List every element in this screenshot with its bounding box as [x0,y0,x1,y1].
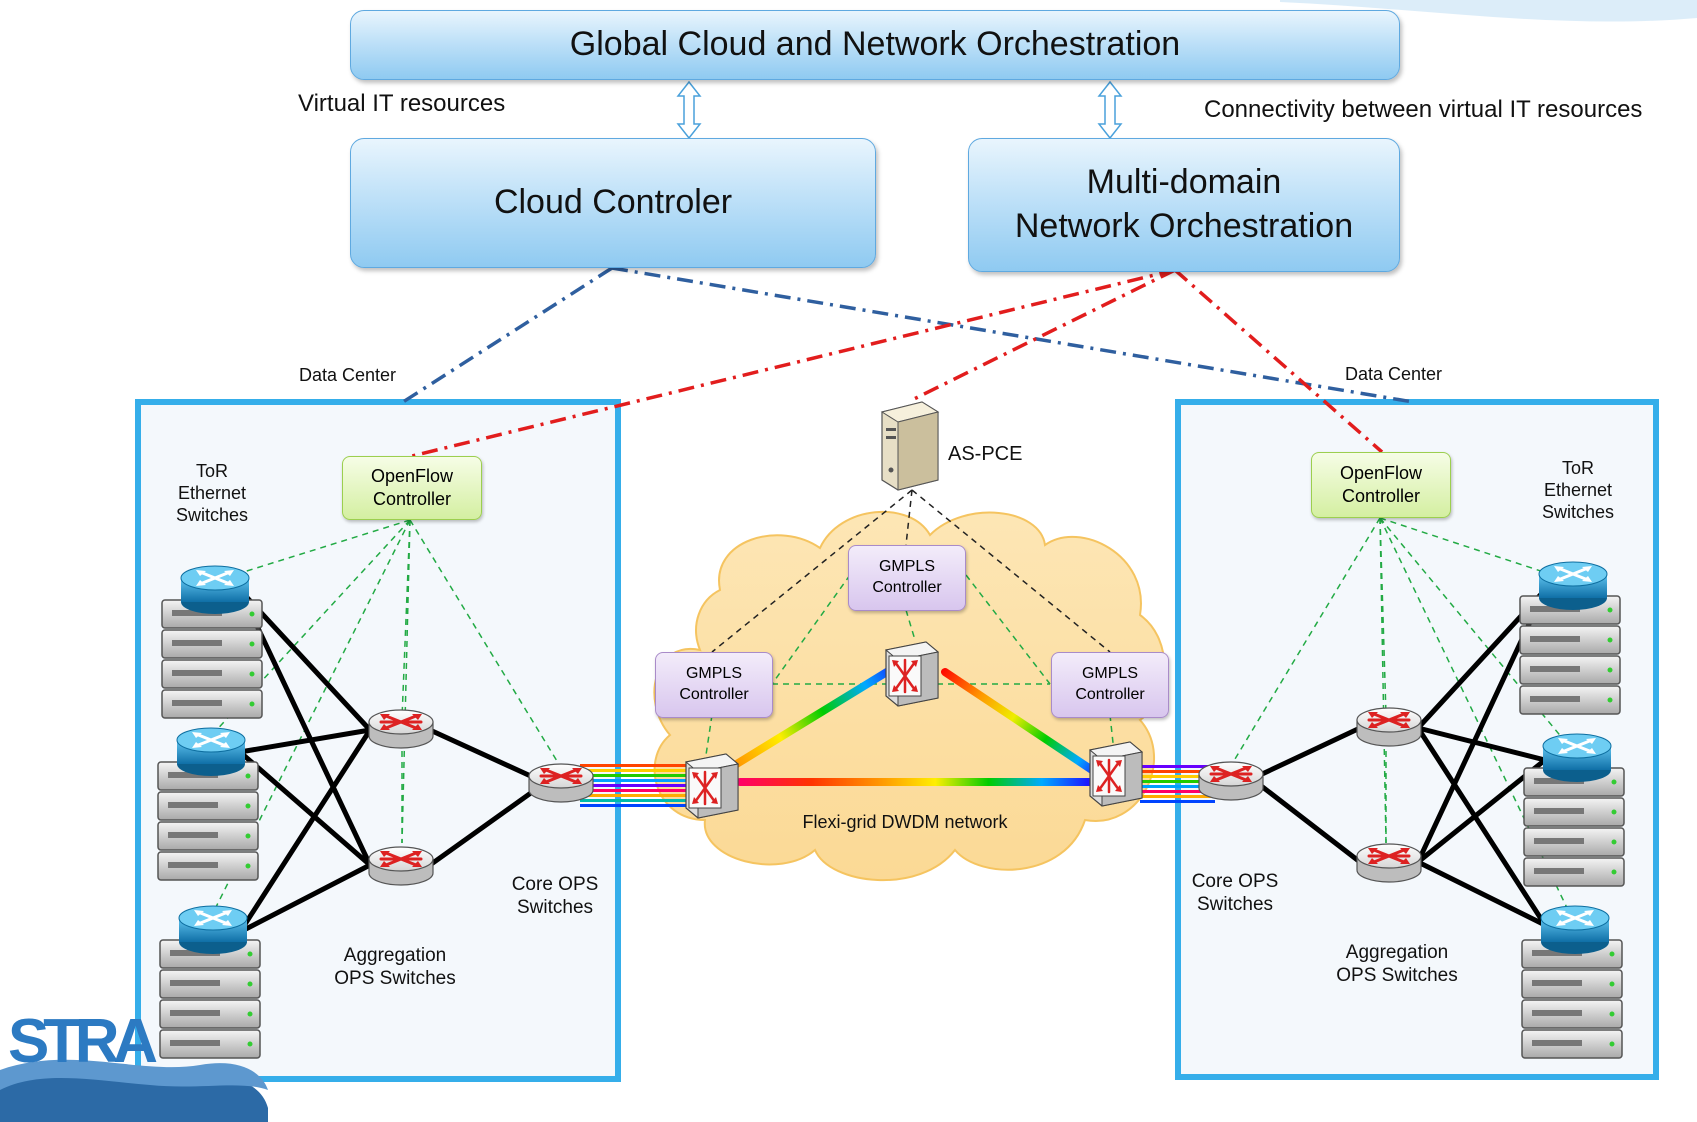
global-orchestration-box: Global Cloud and Network Orchestration [350,10,1400,80]
connectivity-label: Connectivity between virtual IT resource… [1204,96,1643,123]
dwdm-links [731,666,1096,786]
gmpls-controller-right-label: GMPLS Controller [1075,665,1145,703]
orchestration-arrows [676,80,1123,140]
as-pce-label: AS-PCE [948,443,1023,465]
left-dc-title: Data Center [299,365,397,385]
left-tor-label: ToR Ethernet Switches [175,461,249,525]
virtual-it-label: Virtual IT resources [298,90,506,117]
left-aggregation-label: Aggregation OPS Switches [334,945,456,990]
gmpls-links [705,574,1115,756]
network-orchestration-box: Multi-domain Network Orchestration [968,138,1400,272]
right-openflow-controller: OpenFlow Controller [1311,452,1451,518]
oxc-top [884,640,940,708]
cloud-controller-title: Cloud Controler [493,183,733,222]
right-dc-title: Data Center [1345,364,1443,384]
fiber-bundle-left [580,764,692,807]
left-openflow-controller: OpenFlow Controller [342,456,482,520]
network-orchestration-title: Multi-domain Network Orchestration [1014,163,1354,245]
left-aggregation-switch-2 [367,845,435,887]
logo-text: STRA [8,1007,158,1076]
gmpls-controller-top-label: GMPLS Controller [872,558,942,596]
left-core-switch [527,762,595,804]
right-aggregation-label: Aggregation OPS Switches [1336,942,1458,987]
network-control-links [411,268,1384,458]
right-openflow-controller-label: OpenFlow Controller [1339,462,1423,506]
left-openflow-controller-label: OpenFlow Controller [370,465,454,509]
right-aggregation-switch-2 [1355,842,1423,884]
left-core-label: Core OPS Switches [511,874,599,919]
as-pce-server-icon [880,401,940,491]
oxc-left [684,752,740,820]
cloud-controller-box: Cloud Controler [350,138,876,268]
right-aggregation-switch-1 [1355,706,1423,748]
gmpls-controller-top: GMPLS Controller [848,545,966,611]
global-orchestration-title: Global Cloud and Network Orchestration [569,25,1181,64]
oxc-right [1088,740,1144,808]
right-tor-label: ToR Ethernet Switches [1541,458,1615,522]
dwdm-network-label: Flexi-grid DWDM network [802,812,1008,832]
fiber-bundle-right [1140,765,1215,803]
gmpls-controller-left-label: GMPLS Controller [679,665,749,703]
left-aggregation-switch-1 [367,708,435,750]
cloud-control-links [402,266,1414,404]
gmpls-controller-left: GMPLS Controller [655,652,773,718]
right-core-label: Core OPS Switches [1191,871,1279,916]
gmpls-controller-right: GMPLS Controller [1051,652,1169,718]
right-core-switch [1197,760,1265,802]
decorative-swoosh [1280,0,1697,22]
pce-links [711,489,1111,653]
logo: STRA [0,1007,268,1122]
